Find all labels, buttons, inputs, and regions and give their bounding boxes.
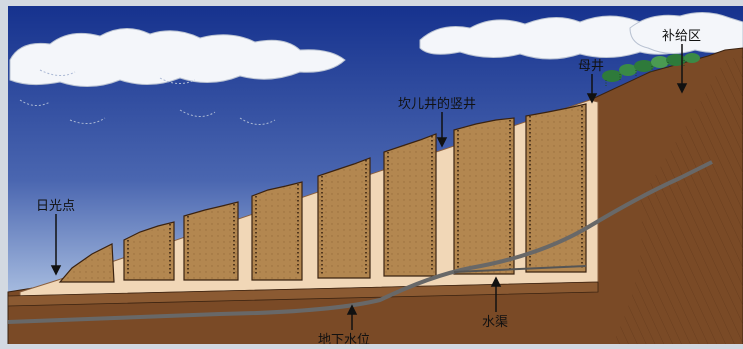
- label-mother-well: 母井: [578, 59, 604, 74]
- clouds: [9, 12, 743, 87]
- label-recharge-zone: 补给区: [662, 29, 701, 44]
- shaft-dotted-edges: [127, 106, 583, 276]
- water-table-line: [7, 160, 713, 324]
- subsoil-band: [7, 281, 599, 307]
- water-channel-line: [453, 265, 587, 273]
- label-daylight-point: 日光点: [36, 199, 75, 214]
- frame-bottom: [0, 344, 743, 349]
- shaft-texture: [60, 104, 586, 282]
- label-water-channel: 水渠: [482, 315, 508, 330]
- vegetation: [602, 53, 700, 86]
- label-shafts: 坎儿井的竖井: [398, 96, 476, 112]
- wind-marks: [19, 69, 276, 125]
- pointer-arrows: [50, 44, 688, 330]
- hillside-strata: [610, 56, 743, 349]
